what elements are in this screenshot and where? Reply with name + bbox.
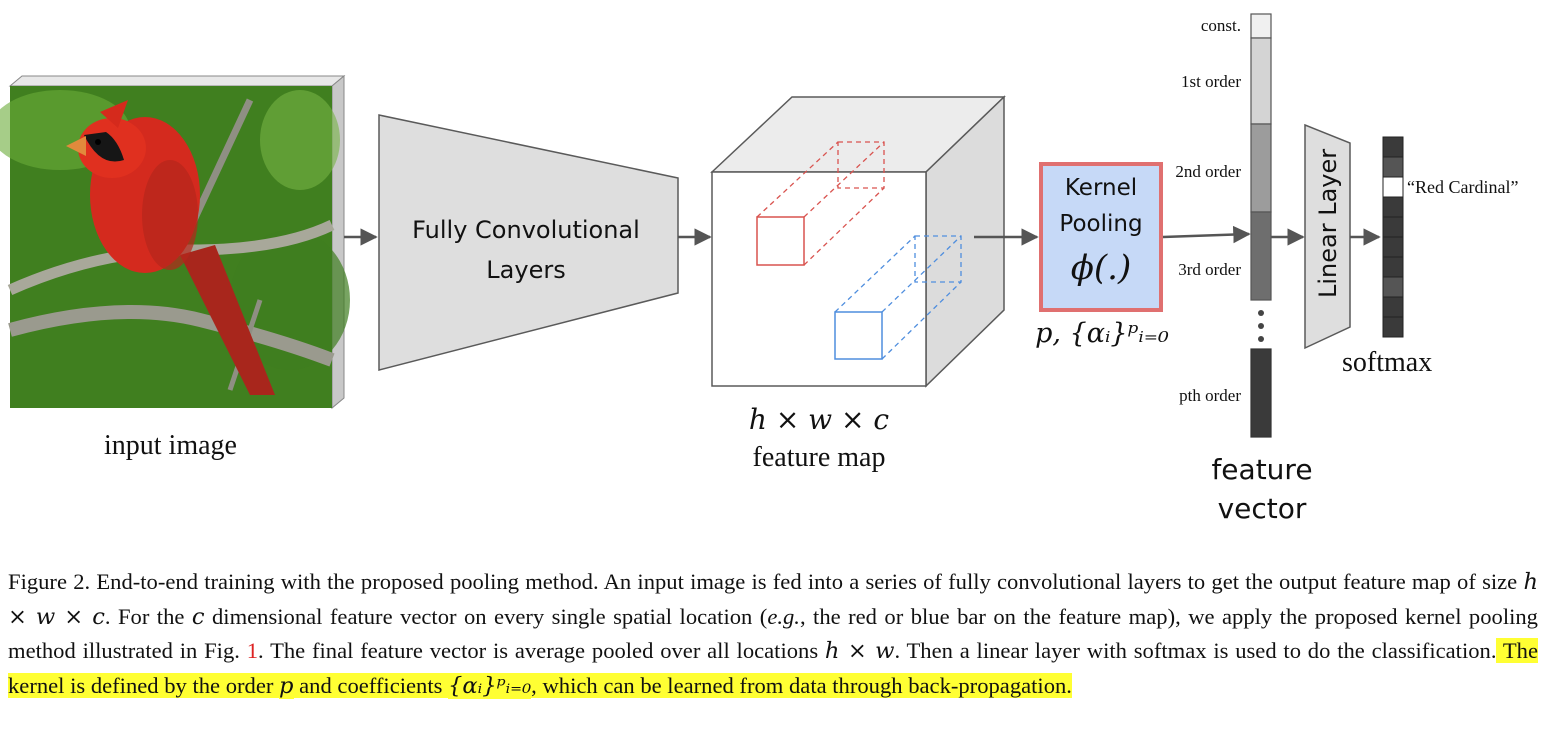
caption-part6: . Then a linear layer with softmax is us…	[894, 638, 1497, 663]
order-label-pth: pth order	[1179, 386, 1241, 405]
highlight-3: , which can be learned from data through…	[531, 672, 1072, 698]
highlight-alpha: {αᵢ}ᵖᵢ₌₀	[448, 672, 532, 699]
conv-layers-block	[378, 114, 679, 371]
softmax-vector	[1382, 136, 1404, 338]
ellipsis-dot	[1258, 336, 1264, 342]
caption-part4: , the red or blue bar on the feature map…	[8, 603, 1538, 664]
ellipsis-dot	[1258, 310, 1264, 316]
caption-size: h × w × c	[8, 569, 1538, 630]
feature-map-label: feature map	[752, 442, 886, 473]
vector-segment-third	[1250, 211, 1272, 301]
input-image	[0, 74, 350, 410]
order-label-second: 2nd order	[1175, 162, 1241, 181]
kernel-label-line1: Kernel	[1064, 175, 1138, 201]
feature-vector	[1250, 13, 1272, 438]
feature-vector-label-line1: feature	[1211, 453, 1313, 486]
kernel-label-line2: Pooling	[1059, 211, 1143, 237]
softmax-max-cell	[1382, 176, 1404, 198]
conv-label-line2: Layers	[486, 256, 566, 284]
architecture-figure	[0, 13, 1404, 438]
highlight-2: and coefficients	[293, 672, 449, 698]
feature-map-cube	[710, 95, 1006, 388]
feature-map-dims: h × w × c	[748, 403, 890, 436]
vector-segment-pth	[1250, 348, 1272, 438]
class-label: “Red Cardinal”	[1407, 177, 1519, 197]
fig-ref-link[interactable]: 1	[246, 638, 259, 663]
feature-vector-label-line2: vector	[1217, 492, 1307, 525]
kernel-params: p, {αᵢ}ᵖᵢ₌₀	[1035, 318, 1169, 349]
caption-hw: h × w	[824, 638, 895, 664]
kernel-pooling-box	[1039, 162, 1163, 312]
arrow-kernel-to-vector	[1162, 225, 1251, 244]
kernel-pooling-label: Kernel Pooling	[1041, 170, 1161, 242]
kernel-phi: ϕ(.)	[1070, 248, 1132, 288]
conv-layers-label: Fully Convolutional Layers	[396, 210, 656, 290]
caption-part2: . For the	[104, 603, 192, 629]
order-label-const: const.	[1200, 16, 1241, 35]
input-image-label: input image	[104, 430, 237, 461]
caption-part1: Figure 2. End-to-end training with the p…	[8, 569, 1524, 594]
red-feature-bar	[756, 141, 885, 266]
order-label-first: 1st order	[1181, 72, 1241, 91]
ellipsis-dot	[1258, 323, 1264, 329]
softmax-label: softmax	[1342, 347, 1433, 378]
caption-c: c	[191, 603, 205, 630]
highlight-p: p	[279, 672, 294, 699]
conv-label-line1: Fully Convolutional	[412, 216, 640, 244]
caption-part3: dimensional feature vector on every sing…	[204, 603, 768, 629]
vector-segment-first	[1250, 37, 1272, 125]
vector-segment-const	[1250, 13, 1272, 39]
vector-segment-second	[1250, 123, 1272, 213]
figure-caption: Figure 2. End-to-end training with the p…	[8, 565, 1538, 703]
caption-eg: e.g.	[767, 603, 800, 629]
blue-feature-bar	[834, 235, 962, 360]
caption-part5: . The final feature vector is average po…	[258, 638, 825, 663]
linear-layer-block	[1304, 123, 1351, 350]
linear-layer-label: Linear Layer	[1314, 148, 1342, 298]
order-label-third: 3rd order	[1178, 260, 1241, 279]
